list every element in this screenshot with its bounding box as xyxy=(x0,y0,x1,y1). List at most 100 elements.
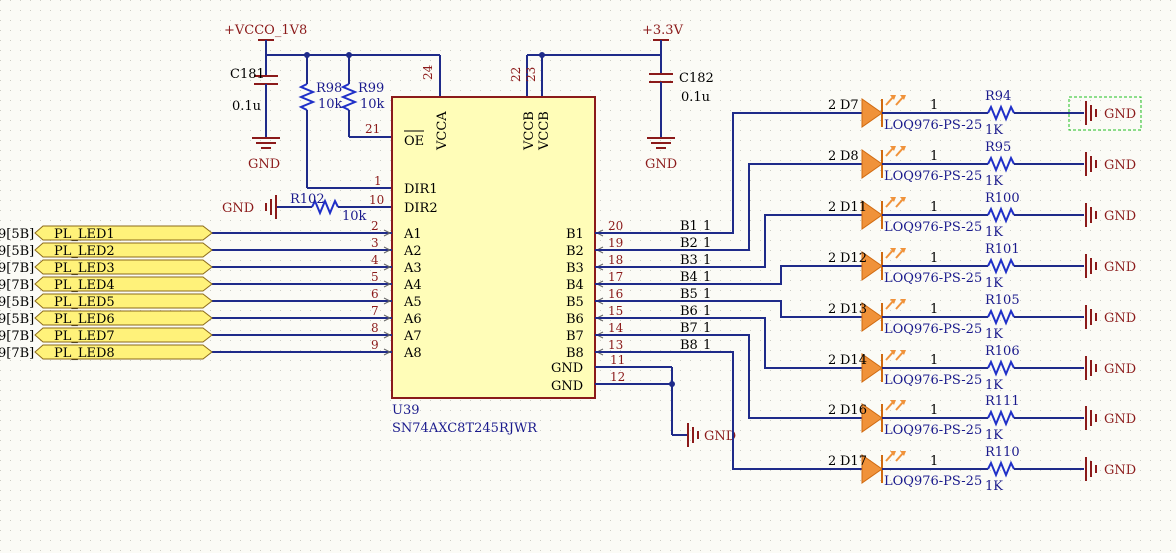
gnd-symbol: GND xyxy=(1085,356,1136,380)
led-cathode-pin: 1 xyxy=(930,454,938,469)
led-anode-pin: 2 xyxy=(828,149,836,164)
ic-ground-net[interactable] xyxy=(595,366,688,436)
resistor-ref: R111 xyxy=(985,394,1020,409)
gnd-symbol: GND xyxy=(1085,203,1136,227)
gnd-label: GND xyxy=(222,201,254,216)
a-pin-6[interactable]: 7A6 xyxy=(212,304,422,327)
resistor-r102[interactable]: R102 10k xyxy=(276,192,392,224)
pin-number-vcca: 24 xyxy=(421,64,435,80)
a-pin-7[interactable]: 8A7 xyxy=(212,321,422,344)
v33-power-net[interactable]: +3.3V xyxy=(526,23,684,97)
a-pin-4[interactable]: 5A4 xyxy=(212,270,422,293)
b-pin-name: B2 xyxy=(566,244,584,259)
resistor-ref: R110 xyxy=(985,445,1020,460)
gnd-label: GND xyxy=(704,429,736,444)
b-net-label: B7 xyxy=(680,321,698,336)
port-sheet-ref: 9[7B] xyxy=(0,329,34,344)
port-pl-led4[interactable]: PL_LED4 9[7B] xyxy=(0,276,213,293)
a-pin-name: A7 xyxy=(403,329,422,344)
a-pin-5[interactable]: 6A5 xyxy=(212,287,422,310)
b-pin-name: B1 xyxy=(566,227,584,242)
a-pin-2[interactable]: 3A2 xyxy=(212,236,422,259)
b-pin-name: B6 xyxy=(566,312,584,327)
gnd-label: GND xyxy=(1104,209,1136,224)
ic-u39[interactable]: 24 22 23 VCCA VCCB VCCB 21 OE 1 DIR1 10 … xyxy=(212,64,625,436)
port-sheet-ref: 9[7B] xyxy=(0,261,34,276)
port-sheet-ref: 9[7B] xyxy=(0,278,34,293)
a-pin-8[interactable]: 9A8 xyxy=(212,338,422,361)
led-cathode-pin: 1 xyxy=(930,302,938,317)
resistor-r99[interactable]: R99 10k xyxy=(340,55,392,138)
led-anode-pin: 2 xyxy=(828,353,836,368)
gnd-symbol-ic: GND xyxy=(687,423,736,447)
led-part-number: LOQ976-PS-25 xyxy=(884,373,982,388)
gnd-label: GND xyxy=(1104,463,1136,478)
port-net-name: PL_LED4 xyxy=(54,278,115,293)
b-net-pin: 1 xyxy=(703,219,711,234)
resistor-value: 1K xyxy=(985,327,1003,342)
led-anode-pin: 2 xyxy=(828,454,836,469)
a-pin-number: 7 xyxy=(371,304,379,318)
led-ref: D8 xyxy=(840,149,859,164)
capacitor-c182[interactable]: C182 0.1u xyxy=(649,55,714,138)
led-part-number: LOQ976-PS-25 xyxy=(884,220,982,235)
led-cathode-pin: 1 xyxy=(930,403,938,418)
pin-gnd1: GND xyxy=(551,361,583,376)
gnd-label: GND xyxy=(645,157,677,172)
r102-ref: R102 xyxy=(290,192,325,207)
resistor-value: 1K xyxy=(985,174,1003,189)
port-net-name: PL_LED6 xyxy=(54,312,115,327)
a-pin-3[interactable]: 4A3 xyxy=(212,253,422,276)
led-cathode-pin: 1 xyxy=(930,200,938,215)
resistor-r98[interactable]: R98 10k xyxy=(298,55,392,189)
gnd-symbol: GND xyxy=(1085,406,1136,430)
led-anode-pin: 2 xyxy=(828,403,836,418)
vcco-power-label: +VCCO_1V8 xyxy=(224,23,307,38)
a-pin-number: 5 xyxy=(371,270,379,284)
a-pin-1[interactable]: 2A1 xyxy=(212,219,422,242)
led-ref: D14 xyxy=(840,353,867,368)
capacitor-c181[interactable]: C181 0.1u xyxy=(230,55,278,138)
resistor-ref: R106 xyxy=(985,344,1020,359)
b-net-label: B2 xyxy=(680,236,698,251)
